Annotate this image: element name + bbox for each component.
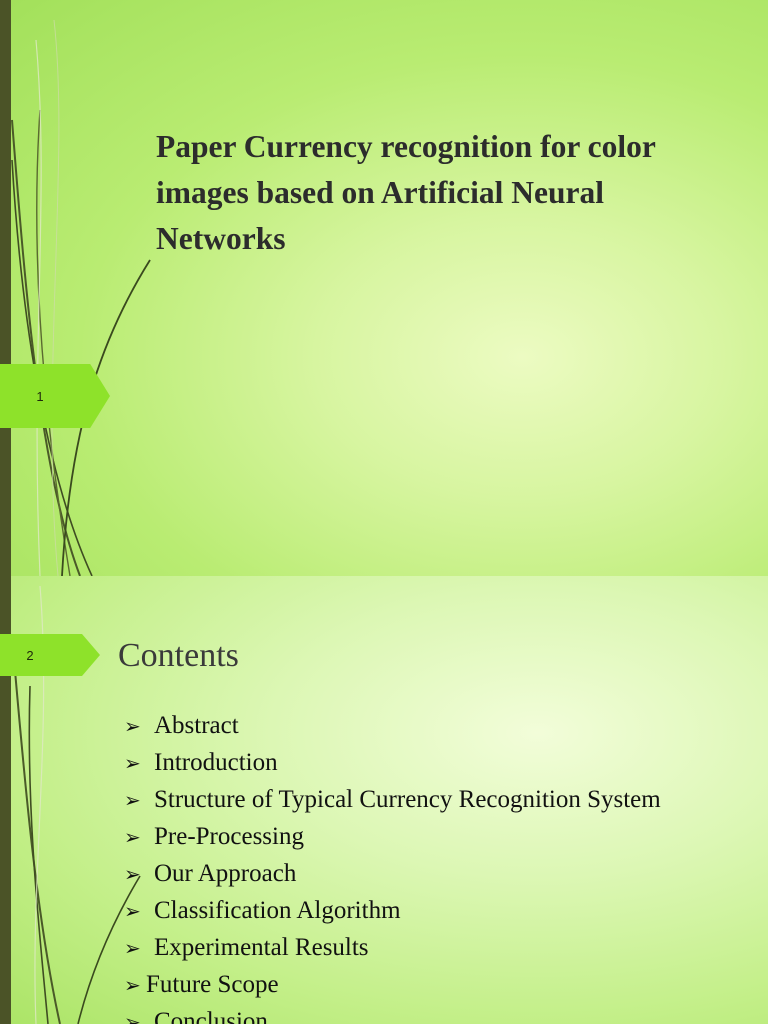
- arrow-bullet-icon: ➢: [124, 938, 141, 960]
- list-item: ➢ Structure of Typical Currency Recogniti…: [124, 782, 661, 819]
- side-band: [0, 576, 11, 1024]
- list-item: ➢Future Scope: [124, 967, 661, 1004]
- arrow-bullet-icon: ➢: [124, 753, 141, 775]
- list-item-label: Future Scope: [146, 971, 279, 998]
- list-item: ➢ Pre-Processing: [124, 819, 661, 856]
- decorative-stems: [11, 19, 151, 576]
- side-band: [0, 0, 11, 576]
- arrow-bullet-icon: ➢: [124, 790, 141, 812]
- list-item: ➢ Abstract: [124, 708, 661, 745]
- list-item-label: Experimental Results: [154, 934, 369, 961]
- slide-number-tab: 2: [0, 634, 100, 676]
- arrow-bullet-icon: ➢: [124, 901, 141, 923]
- list-item-label: Classification Algorithm: [154, 897, 401, 924]
- list-item-label: Introduction: [154, 749, 278, 776]
- list-item-label: Abstract: [154, 712, 239, 739]
- arrow-bullet-icon: ➢: [124, 1012, 141, 1024]
- contents-heading: Contents: [118, 637, 239, 674]
- list-item: ➢ Conclusion: [124, 1004, 661, 1024]
- list-item-label: Pre-Processing: [154, 823, 304, 850]
- slide-number-tab: 1: [0, 364, 110, 428]
- slide-2: 2 Contents ➢ Abstract ➢ Introduction ➢ Stru…: [0, 576, 768, 1024]
- arrow-bullet-icon: ➢: [124, 827, 141, 849]
- arrow-bullet-icon: ➢: [124, 864, 141, 886]
- list-item-label: Conclusion: [154, 1008, 268, 1024]
- arrow-bullet-icon: ➢: [124, 716, 141, 738]
- list-item: ➢ Experimental Results: [124, 930, 661, 967]
- arrow-bullet-icon: ➢: [124, 975, 141, 997]
- list-item: ➢ Introduction: [124, 745, 661, 782]
- list-item-label: Our Approach: [154, 860, 297, 887]
- slide-1: 1 Paper Currency recognition for color i…: [0, 0, 768, 576]
- list-item-label: Structure of Typical Currency Recognitio…: [154, 786, 661, 813]
- list-item: ➢ Classification Algorithm: [124, 893, 661, 930]
- slide-number: 2: [26, 647, 34, 663]
- contents-list: ➢ Abstract ➢ Introduction ➢ Structure of Ty…: [124, 708, 661, 1024]
- slide-number: 1: [36, 388, 44, 404]
- list-item: ➢ Our Approach: [124, 856, 661, 893]
- slide-title: Paper Currency recognition for color ima…: [156, 129, 656, 256]
